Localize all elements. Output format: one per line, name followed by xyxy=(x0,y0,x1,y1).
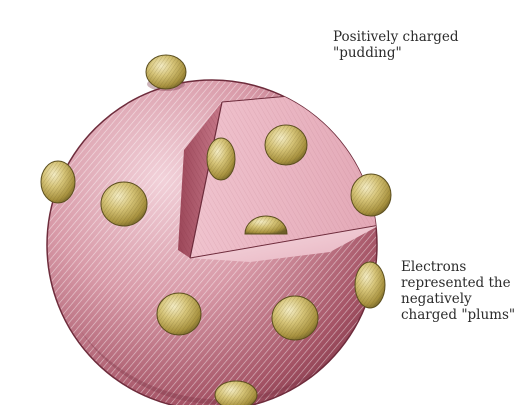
electron-plum-icon xyxy=(215,381,257,405)
electron-plum-icon xyxy=(41,161,75,203)
electrons-label-line-4: charged "plums" xyxy=(401,307,515,323)
electron-plum-icon xyxy=(272,296,318,340)
electron-plum-icon xyxy=(146,55,186,91)
electrons-label-line-1: Electrons xyxy=(401,259,515,275)
electrons-label: Electrons represented the negatively cha… xyxy=(401,259,515,323)
electron-plum-icon xyxy=(207,138,235,180)
electron-plum-icon xyxy=(355,262,385,308)
electrons-label-line-2: represented the xyxy=(401,275,515,291)
electron-plum-icon xyxy=(351,174,391,216)
pudding-label-line-2: "pudding" xyxy=(333,45,459,61)
electron-plum-icon xyxy=(265,125,307,165)
pudding-label-line-1: Positively charged xyxy=(333,29,459,45)
electron-plum-icon xyxy=(157,293,201,335)
electron-plum-icon xyxy=(101,182,147,226)
pudding-label: Positively charged "pudding" xyxy=(333,29,459,61)
electrons-label-line-3: negatively xyxy=(401,291,515,307)
